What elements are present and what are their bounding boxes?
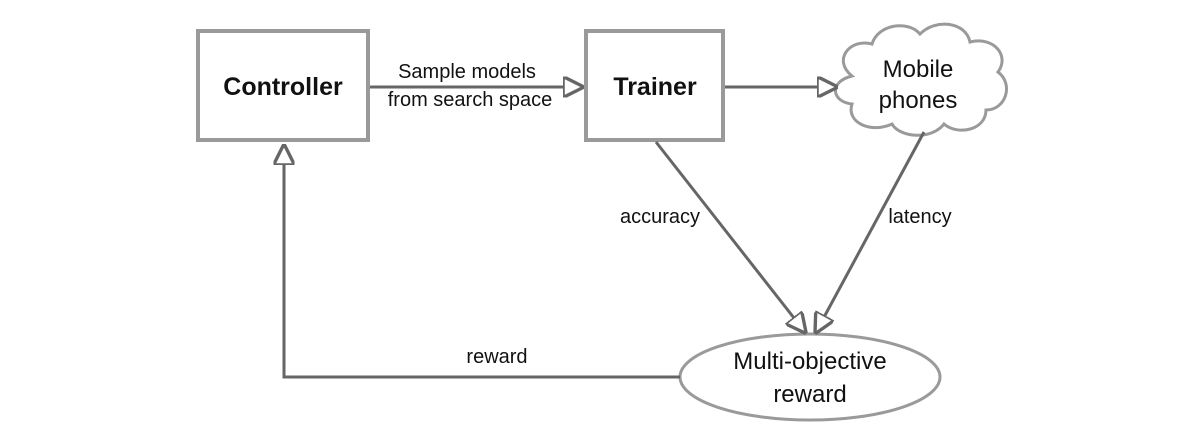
arrow-phones-to-reward xyxy=(816,131,926,332)
mobile-phones-label-line2: phones xyxy=(879,87,958,114)
arrow-reward-to-controller xyxy=(284,146,680,379)
edge-label-accuracy: accuracy xyxy=(620,206,700,228)
controller-label: Controller xyxy=(223,73,343,101)
mobile-phones-label-line1: Mobile xyxy=(883,56,954,83)
edge-label-sample-models: Sample models xyxy=(398,61,536,83)
arrow-trainer-to-reward xyxy=(654,141,805,332)
controller-node: Controller xyxy=(196,29,370,142)
reward-node-label-line1: Multi-objective xyxy=(733,348,886,375)
edge-label-reward: reward xyxy=(466,346,527,368)
trainer-label: Trainer xyxy=(613,73,697,101)
edge-label-latency: latency xyxy=(888,206,951,228)
trainer-node: Trainer xyxy=(584,29,725,142)
multi-objective-reward-node: Multi-objective reward xyxy=(678,332,942,422)
reward-node-label-line2: reward xyxy=(773,381,846,408)
edge-label-from-search-space: from search space xyxy=(388,89,553,111)
mobile-phones-cloud: Mobile phones xyxy=(834,22,1008,137)
